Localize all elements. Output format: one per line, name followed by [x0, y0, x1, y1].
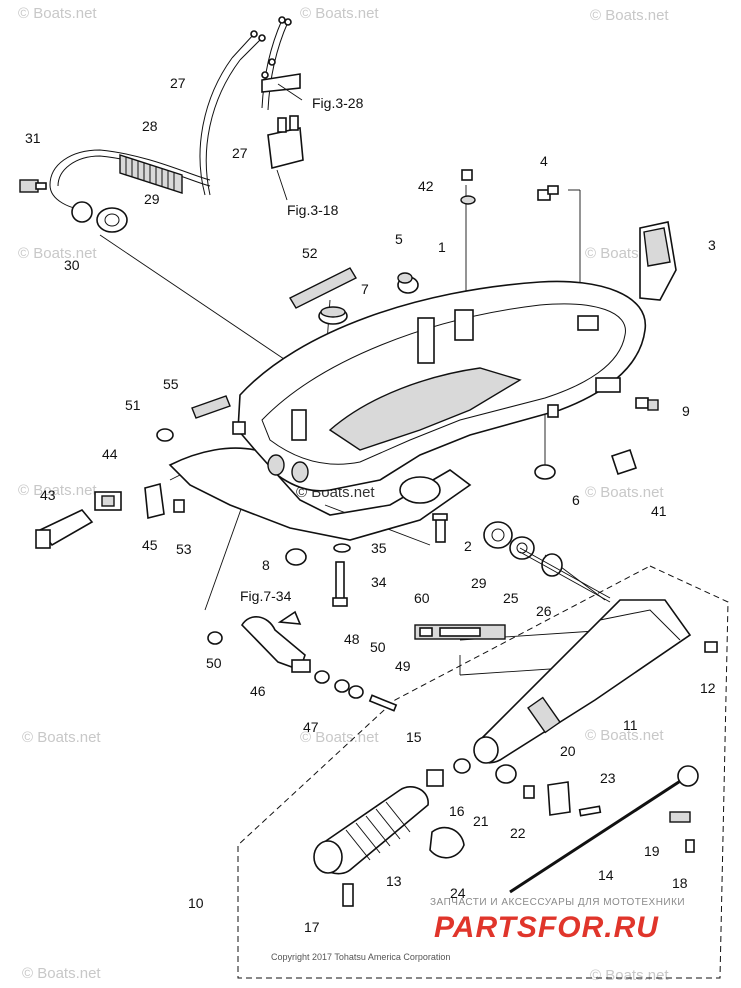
callout-label: 45 — [142, 537, 158, 553]
callout-label: 7 — [361, 281, 369, 297]
callout-label: 12 — [700, 680, 716, 696]
callout-label: 50 — [370, 639, 386, 655]
callout-label: 6 — [572, 492, 580, 508]
callout-label: 10 — [188, 895, 204, 911]
callout-label: 4 — [540, 153, 548, 169]
callout-label: 27 — [170, 75, 186, 91]
figure-ref-3-28: Fig.3-28 — [312, 95, 364, 111]
callout-label: 21 — [473, 813, 489, 829]
ru-caption: ЗАПЧАСТИ И АКСЕССУАРЫ ДЛЯ МОТОТЕХНИКИ — [430, 897, 685, 908]
tiller-assembly — [207, 599, 718, 907]
callout-label: 5 — [395, 231, 403, 247]
callout-label: 18 — [672, 875, 688, 891]
watermark: © Boats.net — [18, 482, 97, 499]
callout-label: 17 — [304, 919, 320, 935]
callout-label: 9 — [682, 403, 690, 419]
callout-label: 51 — [125, 397, 141, 413]
starter-cable-assembly — [19, 16, 304, 233]
callout-label: 52 — [302, 245, 318, 261]
watermark: © Boats.net — [590, 967, 669, 984]
callout-label: 30 — [64, 257, 80, 273]
callout-label: 29 — [144, 191, 160, 207]
watermark: © Boats.net — [22, 965, 101, 982]
callout-label: 31 — [25, 130, 41, 146]
callout-label: 24 — [450, 885, 466, 901]
callout-label: 46 — [250, 683, 266, 699]
callout-label: 23 — [600, 770, 616, 786]
copyright-notice: Copyright 2017 Tohatsu America Corporati… — [271, 952, 450, 962]
callout-label: 8 — [262, 557, 270, 573]
ru-logo: PARTSFOR.RU — [434, 911, 659, 944]
watermark-layer: © Boats.net © Boats.net © Boats.net © Bo… — [18, 5, 669, 984]
callout-label: 28 — [142, 118, 158, 134]
lower-engine-cover — [168, 280, 646, 541]
callout-label: 35 — [371, 540, 387, 556]
figure-references: Fig.3-28 Fig.3-18 Fig.7-34 — [240, 83, 364, 625]
watermark: © Boats.net — [22, 729, 101, 746]
callout-label: 1 — [438, 239, 446, 255]
figure-ref-7-34: Fig.7-34 — [240, 588, 292, 604]
callout-label: 13 — [386, 873, 402, 889]
cover-small-parts — [35, 169, 677, 640]
callout-label: 20 — [560, 743, 576, 759]
callout-label: 27 — [232, 145, 248, 161]
callout-numbers: 1 2 3 4 5 6 7 8 9 10 11 12 13 14 15 16 1… — [25, 75, 716, 935]
callout-label: 11 — [623, 717, 638, 733]
figure-ref-3-18: Fig.3-18 — [287, 202, 339, 218]
watermark: © Boats.net — [585, 484, 664, 501]
callout-label: 14 — [598, 867, 614, 883]
callout-label: 49 — [395, 658, 411, 674]
footer: ЗАПЧАСТИ И АКСЕССУАРЫ ДЛЯ МОТОТЕХНИКИ PA… — [271, 897, 685, 962]
callout-label: 25 — [503, 590, 519, 606]
callout-label: 16 — [449, 803, 465, 819]
callout-label: 2 — [464, 538, 472, 554]
callout-label: 15 — [406, 729, 422, 745]
callout-label: 41 — [651, 503, 667, 519]
callout-label: 3 — [708, 237, 716, 253]
callout-label: 44 — [102, 446, 118, 462]
callout-label: 26 — [536, 603, 552, 619]
watermark: © Boats.net — [18, 5, 97, 22]
callout-label: 19 — [644, 843, 660, 859]
callout-label: 53 — [176, 541, 192, 557]
callout-label: 22 — [510, 825, 526, 841]
watermark: © Boats.net — [300, 5, 379, 22]
callout-label: 43 — [40, 487, 56, 503]
callout-label: 60 — [414, 590, 430, 606]
callout-label: 42 — [418, 178, 434, 194]
watermark: © Boats.net — [18, 245, 97, 262]
callout-label: 34 — [371, 574, 387, 590]
callout-label: 47 — [303, 719, 319, 735]
callout-label: 55 — [163, 376, 179, 392]
callout-label: 29 — [471, 575, 487, 591]
watermark: © Boats.net — [590, 7, 669, 24]
callout-label: 50 — [206, 655, 222, 671]
callout-label: 48 — [344, 631, 360, 647]
watermark: © Boats.net — [585, 727, 664, 744]
